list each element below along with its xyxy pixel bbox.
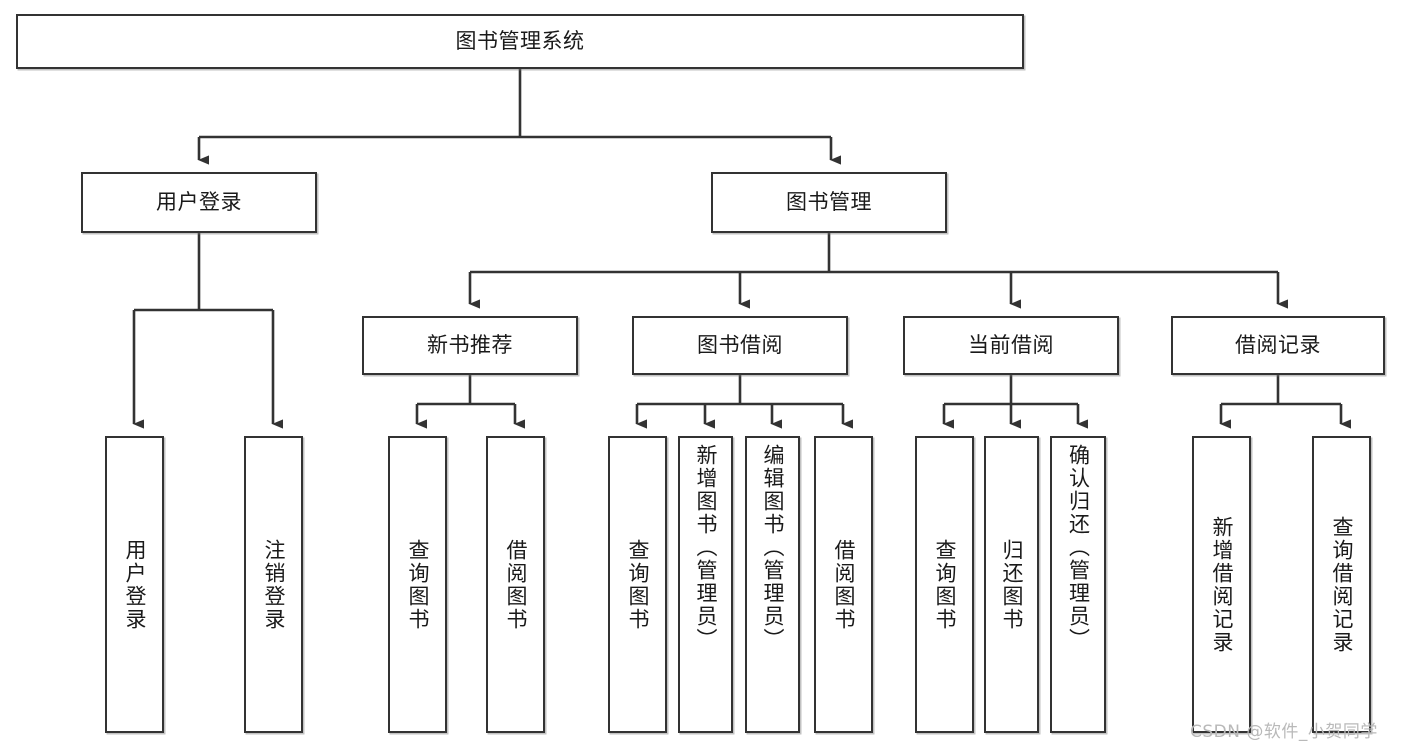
leaf-cb-confirm-return-label: 确认归还（管理员） — [1066, 444, 1091, 651]
node-book-borrow-label: 图书借阅 — [697, 333, 783, 358]
leaf-br-query-record-label: 查询借阅记录 — [1330, 515, 1354, 654]
node-root-label: 图书管理系统 — [455, 29, 585, 54]
leaf-bb-add-book-label: 新增图书（管理员） — [694, 444, 718, 651]
node-user-login[interactable]: 用户登录 — [81, 172, 317, 233]
node-user-login-label: 用户登录 — [156, 190, 242, 215]
leaf-rec-borrow-book-label: 借阅图书 — [504, 538, 528, 631]
leaf-rec-borrow-book[interactable]: 借阅图书 — [486, 436, 545, 733]
leaf-bb-borrow-book-label: 借阅图书 — [832, 538, 856, 631]
leaf-bb-query-book-label: 查询图书 — [626, 538, 650, 631]
node-new-book-recommend-label: 新书推荐 — [427, 333, 513, 358]
leaf-cb-query-book-label: 查询图书 — [933, 538, 957, 631]
leaf-rec-query-book[interactable]: 查询图书 — [388, 436, 447, 733]
leaf-br-add-record-label: 新增借阅记录 — [1210, 515, 1234, 654]
leaf-cb-return-book[interactable]: 归还图书 — [984, 436, 1039, 733]
node-borrow-record[interactable]: 借阅记录 — [1171, 316, 1385, 375]
leaf-user-login-label: 用户登录 — [123, 538, 147, 631]
leaf-user-login[interactable]: 用户登录 — [105, 436, 164, 733]
leaf-rec-query-book-label: 查询图书 — [406, 538, 430, 631]
leaf-bb-borrow-book[interactable]: 借阅图书 — [814, 436, 873, 733]
leaf-bb-query-book[interactable]: 查询图书 — [608, 436, 667, 733]
leaf-cb-query-book[interactable]: 查询图书 — [915, 436, 974, 733]
node-current-borrow[interactable]: 当前借阅 — [903, 316, 1119, 375]
leaf-bb-add-book[interactable]: 新增图书（管理员） — [678, 436, 733, 733]
leaf-logout-login-label: 注销登录 — [262, 538, 286, 631]
node-book-management-label: 图书管理 — [786, 190, 872, 215]
node-root[interactable]: 图书管理系统 — [16, 14, 1024, 69]
leaf-cb-return-book-label: 归还图书 — [1000, 538, 1024, 631]
leaf-bb-edit-book-label: 编辑图书（管理员） — [761, 444, 785, 651]
node-new-book-recommend[interactable]: 新书推荐 — [362, 316, 578, 375]
leaf-cb-confirm-return[interactable]: 确认归还（管理员） — [1050, 436, 1106, 733]
leaf-logout-login[interactable]: 注销登录 — [244, 436, 303, 733]
leaf-br-query-record[interactable]: 查询借阅记录 — [1312, 436, 1371, 733]
node-book-borrow[interactable]: 图书借阅 — [632, 316, 848, 375]
node-book-management[interactable]: 图书管理 — [711, 172, 947, 233]
leaf-br-add-record[interactable]: 新增借阅记录 — [1192, 436, 1251, 733]
leaf-bb-edit-book[interactable]: 编辑图书（管理员） — [745, 436, 800, 733]
node-borrow-record-label: 借阅记录 — [1235, 333, 1321, 358]
node-current-borrow-label: 当前借阅 — [968, 333, 1054, 358]
